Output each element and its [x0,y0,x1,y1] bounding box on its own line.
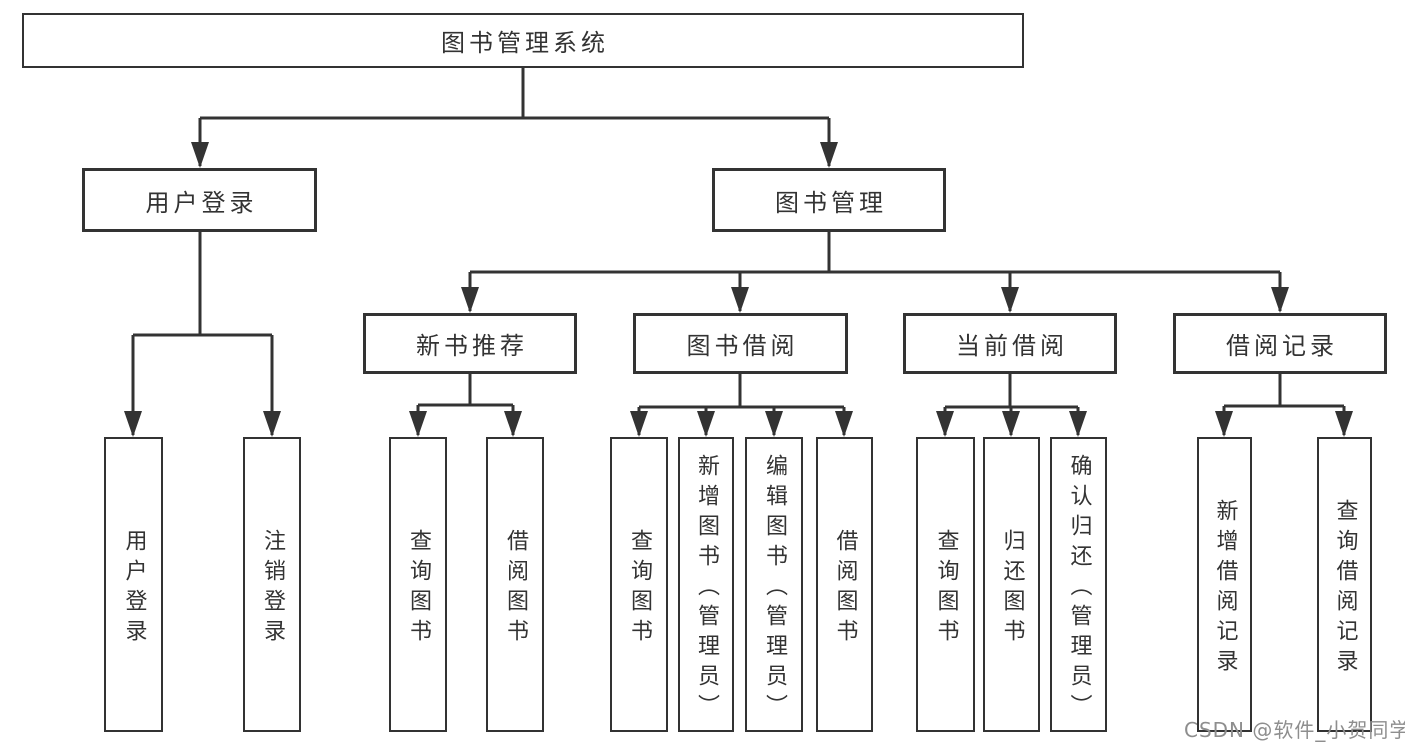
node-library-management-system: 图书管理系统 [22,13,1024,68]
edge-book-borrow-to-leaves [630,374,853,437]
arrowhead-down-icon [461,287,1289,313]
connector-line [416,374,515,435]
leaf-records-query-record: 查询借阅记录 [1317,437,1372,732]
leaf-borrow-add-books-admin: 新增图书（管理员） [678,437,734,732]
edge-root-to-level2 [191,68,838,168]
node-new-book-recommend: 新书推荐 [363,313,577,374]
leaf-borrow-query-books: 查询图书 [610,437,668,732]
leaf-borrow-edit-books-admin: 编辑图书（管理员） [745,437,803,732]
arrowhead-down-icon [191,142,838,168]
leaf-current-confirm-return-admin: 确认归还（管理员） [1050,437,1107,732]
connector-line [131,232,274,435]
leaf-current-query-books: 查询图书 [916,437,975,732]
connector-line [1222,374,1346,435]
connector-line [198,68,831,166]
arrowhead-down-icon [1215,411,1353,437]
node-borrow-records: 借阅记录 [1173,313,1387,374]
arrowhead-down-icon [630,411,853,437]
leaf-newbook-borrow-books: 借阅图书 [486,437,544,732]
node-current-borrow: 当前借阅 [903,313,1117,374]
leaf-current-return-books: 归还图书 [983,437,1040,732]
edge-records-to-leaves [1215,374,1353,437]
leaf-borrow-borrow-books: 借阅图书 [816,437,873,732]
csdn-watermark: CSDN @软件_小贺同学 [1184,718,1405,742]
node-book-borrow: 图书借阅 [633,313,848,374]
arrowhead-down-icon [124,411,281,437]
edge-current-borrow-to-leaves [936,374,1087,437]
leaf-logout: 注销登录 [243,437,301,732]
edge-new-book-to-leaves [409,374,522,437]
connector-line [637,374,846,435]
leaf-records-add-record: 新增借阅记录 [1197,437,1252,732]
arrowhead-down-icon [936,411,1087,437]
edge-user-login-to-leaves [124,232,281,437]
connector-line [468,232,1282,311]
edge-book-management-to-level3 [461,232,1289,313]
node-book-management: 图书管理 [712,168,946,232]
leaf-user-login: 用户登录 [104,437,163,732]
arrowhead-down-icon [409,411,522,437]
node-user-login: 用户登录 [82,168,317,232]
leaf-newbook-query-books: 查询图书 [389,437,447,732]
